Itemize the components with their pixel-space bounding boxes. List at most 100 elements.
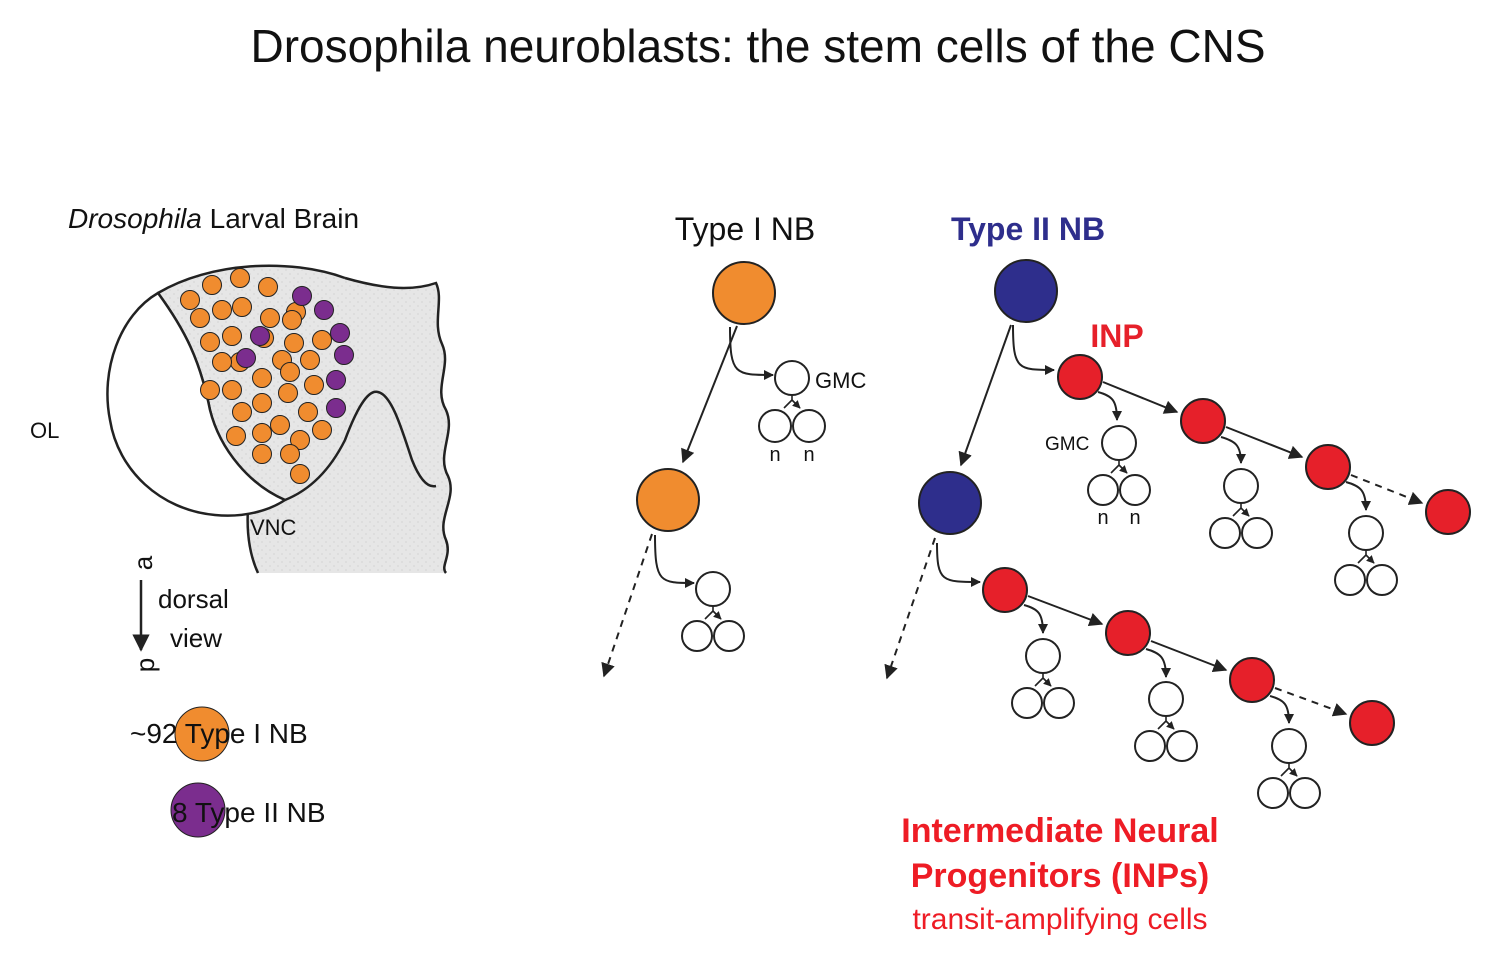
inp-cell [1425, 489, 1471, 535]
type2-nb-cell [994, 259, 1058, 323]
type1-nb-dot [222, 380, 242, 400]
inp-renew-arrow [1027, 595, 1104, 627]
legend-type1-swatch [174, 706, 230, 762]
gmc-cell [1025, 638, 1061, 674]
daughter-cell [1334, 564, 1366, 596]
type1-nb-dot [212, 300, 232, 320]
inp-continue-arrow [1274, 687, 1348, 717]
daughter-cell [713, 620, 745, 652]
neuron-label: n [803, 444, 814, 466]
daughter-cell [792, 409, 826, 443]
daughter-cell [1043, 687, 1075, 719]
continued-divisions-arrow [601, 533, 653, 678]
type1-nb-dot [232, 402, 252, 422]
daughter-cell [1257, 777, 1289, 809]
type1-nb-dot [252, 368, 272, 388]
type1-nb-dot [298, 402, 318, 422]
division-arrow [704, 606, 721, 619]
gmc-arrow [1145, 648, 1171, 678]
type1-heading: Type I NB [675, 211, 816, 247]
type2-nb-cell-renewed [918, 471, 982, 535]
inp-cell [1180, 398, 1226, 444]
daughter-cell [758, 409, 792, 443]
gmc-label: GMC [815, 368, 866, 393]
daughter-cell [1241, 517, 1273, 549]
inp-cell [1229, 657, 1275, 703]
type1-nb-dot [304, 375, 324, 395]
legend-type2-swatch [170, 782, 226, 838]
type2-nb-dot [236, 348, 256, 368]
type2-nb-dot [250, 326, 270, 346]
type1-nb-dot [252, 444, 272, 464]
inp-arrow [1012, 324, 1055, 375]
daughter-cell [1134, 730, 1166, 762]
division-arrow [1357, 550, 1374, 563]
axis-anterior-label: a [128, 555, 158, 570]
type2-nb-dot [326, 398, 346, 418]
vnc-boundary [246, 507, 260, 574]
gmc-cell [1348, 515, 1384, 551]
footer-line-2: Progenitors (INPs) [911, 857, 1209, 895]
division-arrow [783, 395, 800, 408]
type1-nb-dot [252, 423, 272, 443]
gmc-arrow [654, 534, 695, 588]
gmc-cell [1223, 468, 1259, 504]
division-arrow [1110, 460, 1127, 473]
daughter-cell [1289, 777, 1321, 809]
type1-nb-dot [180, 290, 200, 310]
type1-nb-dot [202, 275, 222, 295]
type1-nb-dot [312, 420, 332, 440]
type2-heading: Type II NB [951, 211, 1105, 247]
daughter-cell [1011, 687, 1043, 719]
type1-nb-dot [278, 383, 298, 403]
division-arrow [1157, 716, 1174, 729]
gmc-cell [1148, 681, 1184, 717]
type2-nb-dot [326, 370, 346, 390]
type1-nb-dot [284, 333, 304, 353]
type1-nb-dot [270, 415, 290, 435]
view-line-2: view [170, 623, 222, 653]
daughter-cell [1166, 730, 1198, 762]
self-renew-arrow [958, 324, 1012, 467]
neuron-label: n [1097, 507, 1108, 529]
type2-nb-dot [314, 300, 334, 320]
daughter-cell [1119, 474, 1151, 506]
division-arrow [1280, 763, 1297, 776]
inp-cell [982, 567, 1028, 613]
type1-nb-dot [226, 426, 246, 446]
ol-label: OL [30, 418, 59, 443]
division-arrow [1034, 673, 1051, 686]
daughter-cell [1209, 517, 1241, 549]
daughter-cell [1366, 564, 1398, 596]
type1-nb-dot [212, 352, 232, 372]
continued-divisions-arrow [884, 537, 936, 680]
type1-nb-dot [258, 277, 278, 297]
neuroblast-dots [180, 268, 354, 484]
daughter-cell [1087, 474, 1119, 506]
gmc-arrow [1097, 391, 1122, 421]
brain-caption-italic: Drosophila [68, 203, 202, 234]
gmc-cell [1271, 728, 1307, 764]
type1-nb-dot [300, 350, 320, 370]
type1-nb-dot [222, 326, 242, 346]
inp-cell [1305, 444, 1351, 490]
gmc-cell [695, 571, 731, 607]
type2-nb-dot [292, 286, 312, 306]
type1-nb-dot [200, 380, 220, 400]
type1-nb-dot [200, 332, 220, 352]
view-line-1: dorsal [158, 584, 229, 614]
type1-lineage: n n GMC [601, 261, 866, 678]
self-renew-arrow [681, 325, 738, 464]
type1-nb-dot [280, 444, 300, 464]
neuron-label: n [769, 444, 780, 466]
axis-posterior-label: p [130, 658, 160, 672]
footer-line-1: Intermediate Neural [901, 812, 1218, 850]
inp-renew-arrow [1150, 640, 1228, 672]
division-arrow [1232, 503, 1249, 516]
inp-renew-arrow [1102, 381, 1179, 414]
gmc-arrow [1220, 436, 1246, 464]
brain-edge [344, 276, 452, 574]
type1-nb-dot [280, 362, 300, 382]
